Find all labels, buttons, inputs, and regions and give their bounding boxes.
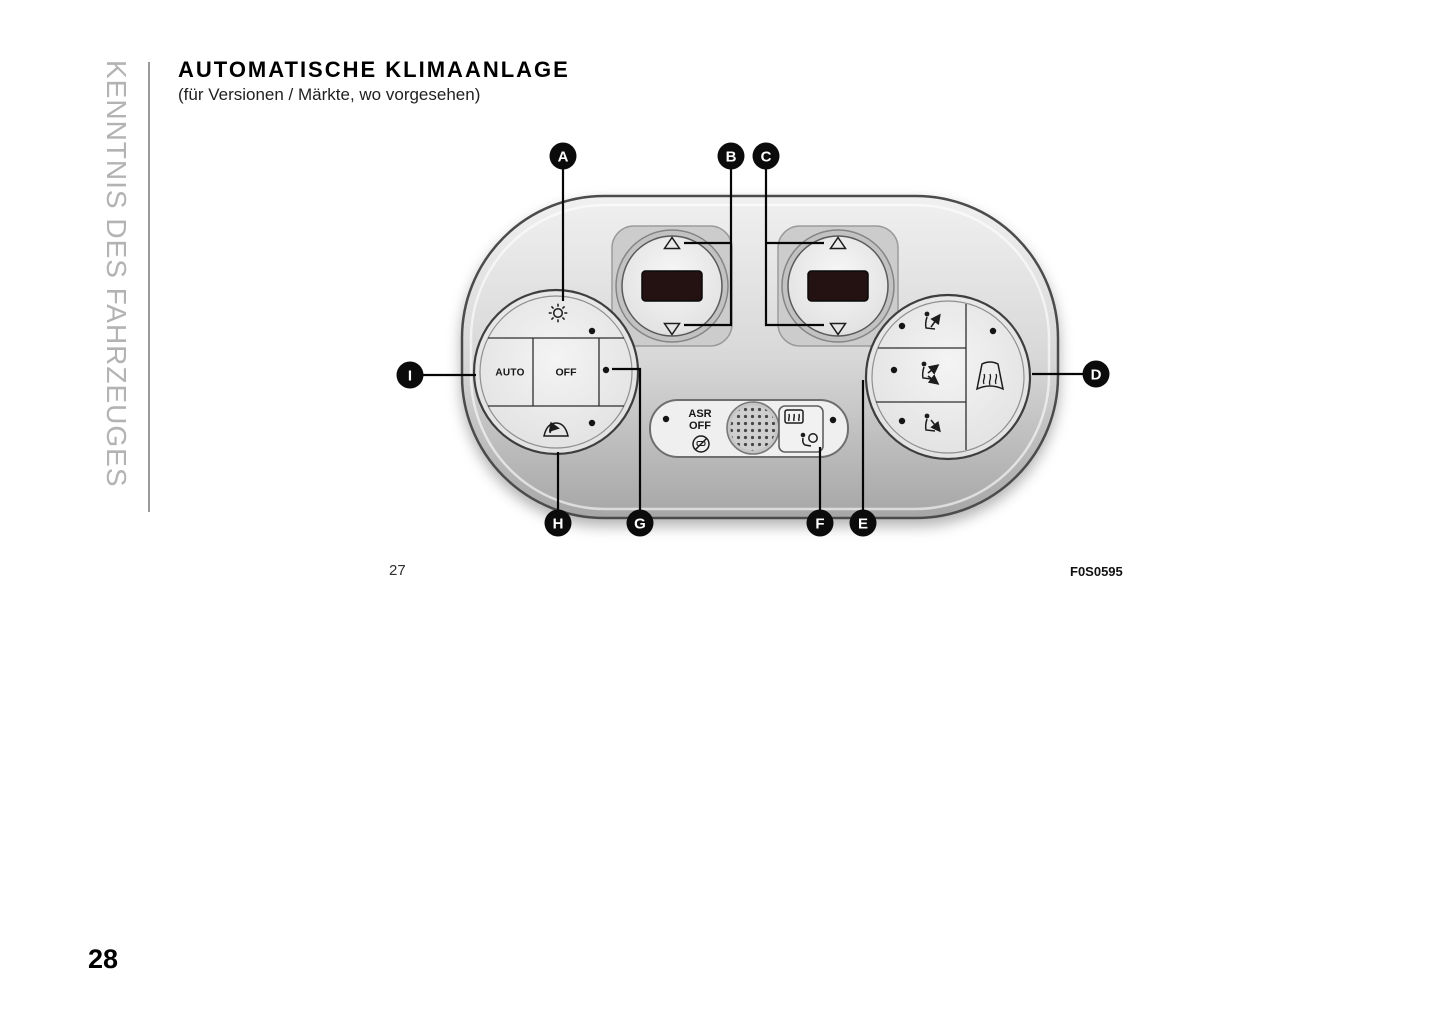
asr-off-label: ASR	[688, 408, 711, 420]
sidebar-divider	[148, 62, 150, 512]
down-arrow-icon	[663, 322, 681, 336]
down-arrow-icon	[829, 322, 847, 336]
callout-g: G	[626, 509, 654, 537]
left-adjust-dial	[615, 229, 729, 343]
led-dot	[898, 417, 906, 425]
svg-text:A: A	[558, 149, 569, 166]
airbag-button	[778, 405, 824, 453]
off-label: OFF	[556, 367, 578, 379]
svg-text:B: B	[726, 149, 737, 166]
led-dot	[989, 327, 997, 335]
climate-panel-figure: AUTO OFF	[396, 142, 1110, 537]
speaker-grille-dots	[730, 405, 776, 451]
callout-c: C	[752, 142, 780, 170]
figure-illustration: AUTO OFF	[385, 128, 1145, 558]
up-arrow-icon	[663, 236, 681, 250]
air-bilevel-icon	[921, 361, 940, 385]
callout-a: A	[549, 142, 577, 170]
svg-text:D: D	[1091, 367, 1102, 384]
right-control	[864, 293, 1032, 461]
led-dot	[890, 366, 898, 374]
led-dot	[602, 366, 610, 374]
display-right	[807, 270, 869, 302]
figure-code: F0S0595	[1070, 564, 1123, 579]
asr-off-icon	[692, 435, 710, 453]
center-button-cluster: ASR OFF	[649, 399, 849, 458]
svg-text:G: G	[634, 516, 646, 533]
display-left	[641, 270, 703, 302]
svg-text:H: H	[553, 516, 564, 533]
callout-d: D	[1082, 360, 1110, 388]
asr-off-label-line2: OFF	[689, 420, 711, 432]
led-dot	[662, 415, 670, 423]
windshield-defrost-icon	[975, 361, 1005, 391]
rear-defrost-icon	[784, 409, 804, 424]
callout-line-g	[612, 367, 642, 510]
led-dot	[588, 419, 596, 427]
callout-e: E	[849, 509, 877, 537]
recirculation-icon	[543, 421, 569, 437]
page-number: 28	[88, 944, 119, 974]
callout-line-c	[764, 169, 824, 327]
svg-text:I: I	[408, 368, 412, 385]
up-arrow-icon	[829, 236, 847, 250]
auto-label: AUTO	[495, 368, 524, 379]
figure-number: 27	[389, 562, 406, 579]
led-dot	[588, 327, 596, 335]
air-to-face-icon	[924, 311, 941, 330]
svg-text:E: E	[858, 516, 868, 533]
airbag-icon	[800, 432, 818, 447]
callout-h: H	[544, 509, 572, 537]
sun-icon	[548, 303, 568, 323]
svg-text:F: F	[815, 516, 824, 533]
callout-f: F	[806, 509, 834, 537]
chapter-sidebar-label: KENNTNIS DES FAHRZEUGES	[101, 60, 132, 488]
callout-line-b	[684, 169, 733, 327]
callout-lines	[423, 169, 1083, 510]
svg-text:C: C	[761, 149, 772, 166]
led-dot	[829, 416, 837, 424]
page-title: AUTOMATISCHE KLIMAANLAGE	[178, 57, 570, 82]
callout-b: B	[717, 142, 745, 170]
air-to-floor-icon	[924, 413, 941, 433]
left-control: AUTO OFF	[472, 288, 640, 456]
page-subtitle: (für Versionen / Märkte, wo vorgesehen)	[178, 85, 481, 104]
right-adjust-dial	[781, 229, 895, 343]
led-dot	[898, 322, 906, 330]
callout-i: I	[396, 361, 424, 389]
